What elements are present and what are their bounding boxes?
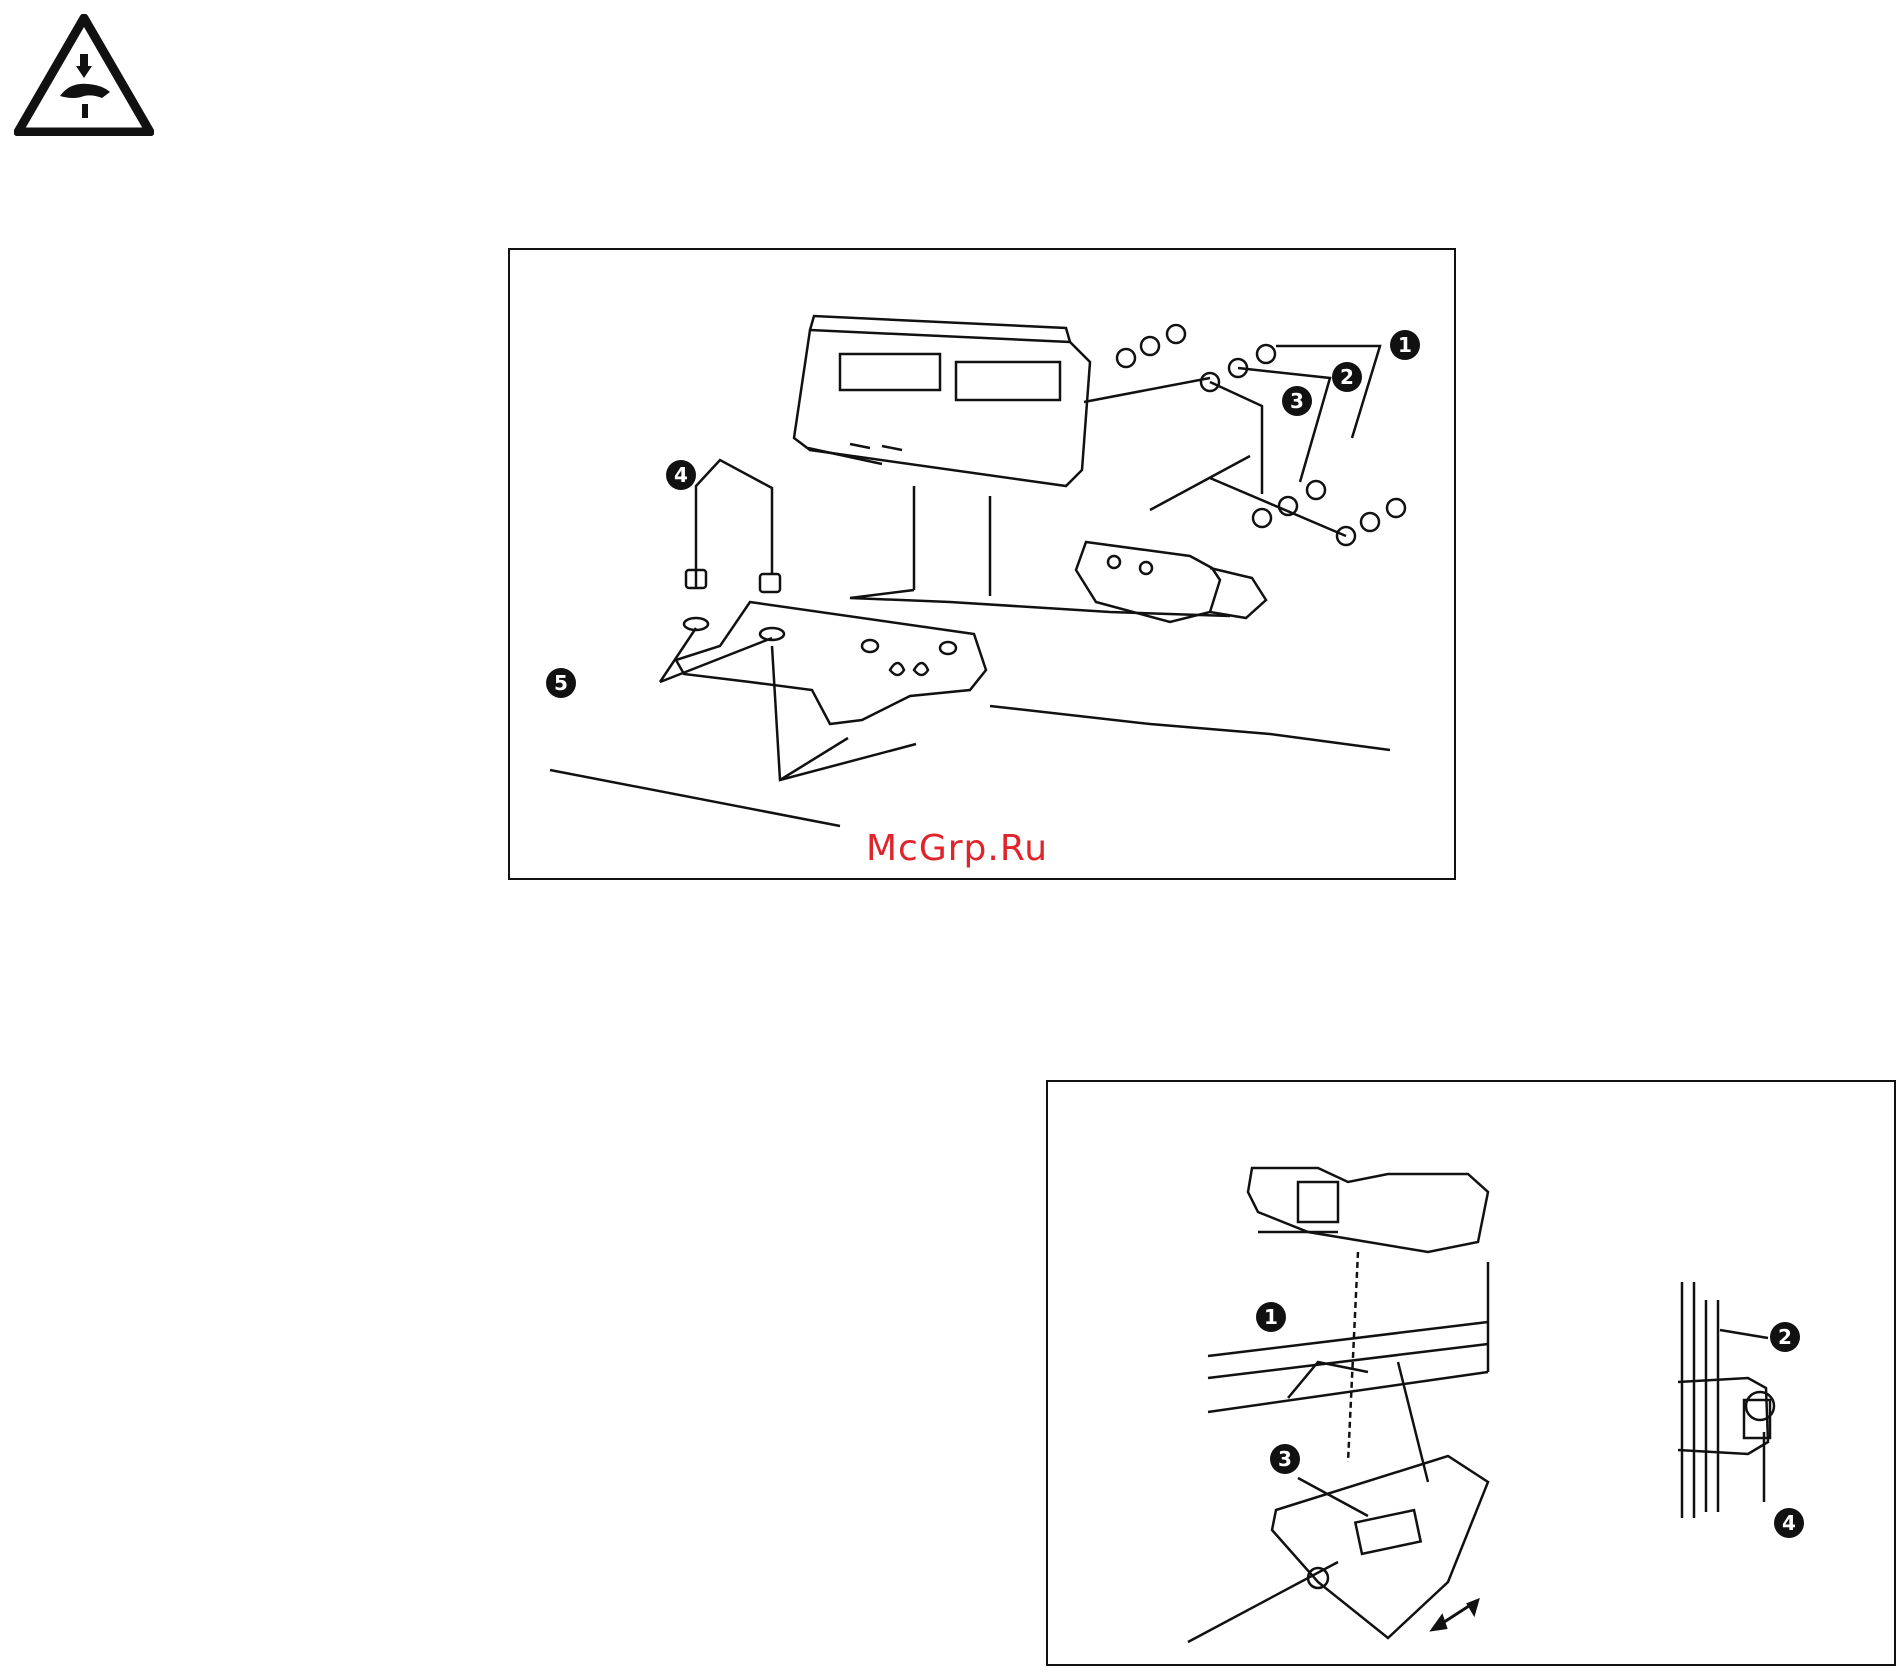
callout-3: 3: [1282, 386, 1312, 416]
callout-4: 4: [666, 460, 696, 490]
watermark-text: McGrp.Ru: [866, 828, 1048, 869]
pinch-hazard-warning-icon: [14, 14, 154, 136]
callout-bottom-2: 2: [1770, 1322, 1800, 1352]
figure-bottom-frame: 1 3 2 4: [1046, 1080, 1896, 1666]
callout-bottom-4: 4: [1774, 1508, 1804, 1538]
callout-bottom-3: 3: [1270, 1444, 1300, 1474]
figure-top-frame: 1 2 3 4 5: [508, 248, 1456, 880]
pedal-illustration: [1048, 1082, 1898, 1668]
callout-5: 5: [546, 668, 576, 698]
callout-2: 2: [1332, 362, 1362, 392]
display-mount-illustration: [510, 250, 1458, 882]
callout-1: 1: [1390, 330, 1420, 360]
callout-bottom-1: 1: [1256, 1302, 1286, 1332]
